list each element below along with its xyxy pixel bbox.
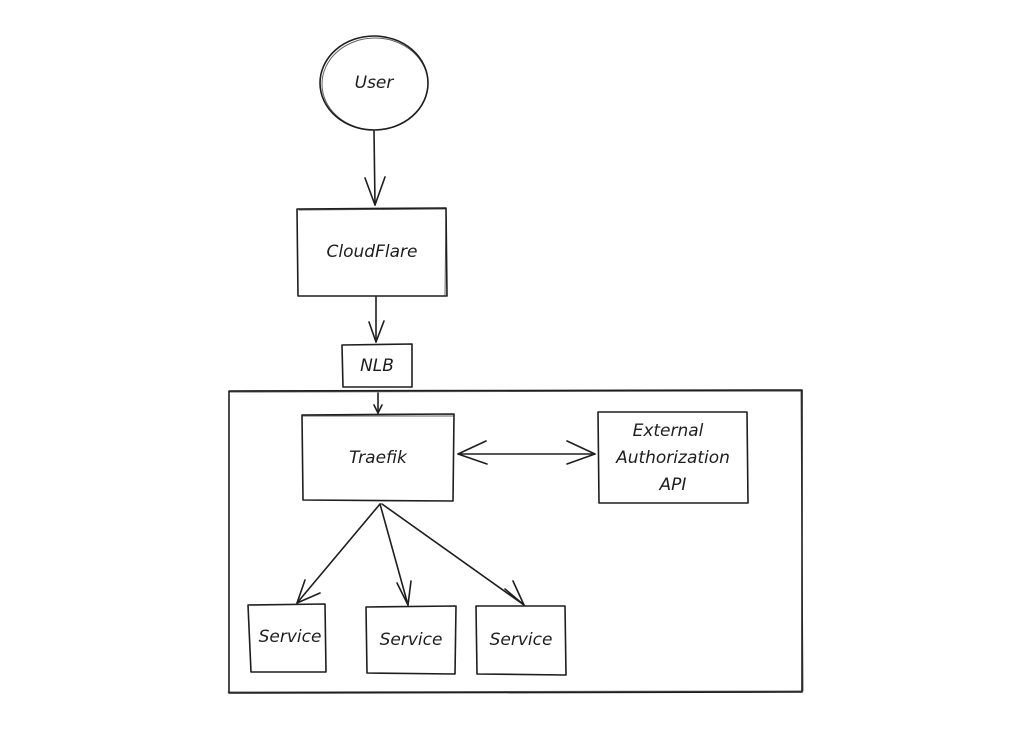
auth-api-label-line-2: Authorization (615, 448, 730, 468)
auth-api-label-line-3: API (659, 475, 687, 495)
traefik-label: Traefik (349, 448, 408, 468)
service-node-3: Service (475, 605, 567, 676)
traefik-node: Traefik (301, 413, 455, 502)
cloudflare-node: CloudFlare (296, 207, 448, 297)
edge-user-cloudflare (364, 130, 386, 206)
edge-nlb-traefik (373, 392, 383, 414)
auth-api-node: External Authorization API (597, 411, 749, 504)
edge-traefik-service-3 (381, 503, 525, 606)
service-1-label: Service (259, 627, 322, 647)
service-3-label: Service (490, 630, 553, 650)
user-label: User (355, 73, 395, 93)
service-node-2: Service (365, 605, 457, 675)
auth-api-label-line-1: External (633, 421, 704, 441)
edge-traefik-service-1 (296, 503, 381, 604)
edge-traefik-service-2 (379, 503, 412, 606)
cluster-container (227, 389, 804, 694)
edge-cloudflare-nlb (368, 296, 385, 343)
cloudflare-label: CloudFlare (327, 242, 418, 262)
nlb-label: NLB (360, 356, 394, 376)
edge-traefik-auth (457, 440, 596, 465)
service-node-1: Service (247, 603, 327, 673)
user-node: User (319, 35, 429, 131)
nlb-node: NLB (341, 343, 413, 388)
service-2-label: Service (380, 630, 443, 650)
